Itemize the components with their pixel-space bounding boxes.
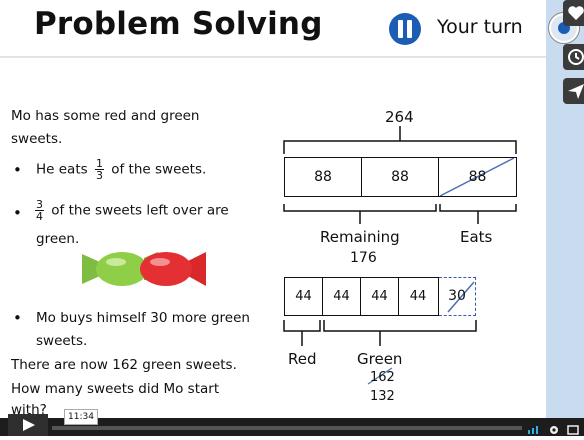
play-icon [23, 419, 35, 431]
top-cell-2: 88 [362, 158, 439, 196]
your-turn-label: Your turn [437, 16, 523, 38]
intro-line-2: sweets. [11, 131, 63, 147]
paper-plane-icon [568, 84, 584, 99]
question-line-2: How many sweets did Mo start [11, 381, 220, 397]
page-title: Problem Solving [34, 6, 323, 42]
pause-bar-right [407, 20, 412, 38]
bullet-dot: • [13, 161, 22, 179]
bottom-bar: 44 44 44 44 [284, 277, 439, 316]
bottom-cell-4: 44 [409, 289, 427, 304]
bullet-1-post: of the sweets. [111, 161, 207, 178]
total-label: 264 [385, 108, 414, 126]
player-right-icons [528, 425, 579, 435]
top-bar: 88 88 88 [284, 157, 517, 197]
bullet-2-line-1: of the sweets left over are [51, 202, 229, 219]
question-line-1: There are now 162 green sweets. [11, 357, 237, 373]
eats-label: Eats [460, 228, 493, 246]
remaining-label: Remaining [320, 228, 400, 246]
green-label: Green [357, 350, 403, 368]
bullet-2-line-2: green. [36, 231, 80, 247]
bottom-cell-2: 44 [323, 278, 361, 315]
watch-later-button[interactable] [563, 44, 584, 70]
header-divider [0, 56, 546, 58]
clock-icon [568, 49, 584, 65]
bottom-cell-3: 44 [361, 278, 399, 315]
green-crossed-value: 162 [370, 370, 395, 385]
bullet-3-line-1: Mo buys himself 30 more green [36, 310, 250, 326]
bullet-dot: • [13, 309, 22, 327]
top-cell-1: 88 [285, 158, 362, 196]
timestamp-tooltip: 11:34 [64, 409, 98, 425]
extra-cell: 30 [439, 277, 476, 316]
share-button[interactable] [563, 78, 584, 104]
top-cell-3: 88 [468, 169, 487, 185]
play-button[interactable] [8, 414, 48, 436]
like-button[interactable] [563, 0, 584, 26]
pause-icon[interactable] [389, 13, 421, 45]
bullet-dot: • [13, 204, 22, 222]
bullet-1-pre: He eats [36, 161, 88, 178]
remaining-value: 176 [350, 250, 377, 266]
progress-bar[interactable] [52, 426, 522, 430]
pause-bar-left [398, 20, 403, 38]
red-label: Red [288, 350, 317, 368]
intro-line-1: Mo has some red and green [11, 108, 200, 124]
bullet-3-line-2: sweets. [36, 333, 88, 349]
bottom-cell-1: 44 [285, 278, 323, 315]
green-value: 132 [370, 389, 395, 404]
sweets-image [82, 252, 206, 286]
heart-icon [568, 6, 584, 21]
